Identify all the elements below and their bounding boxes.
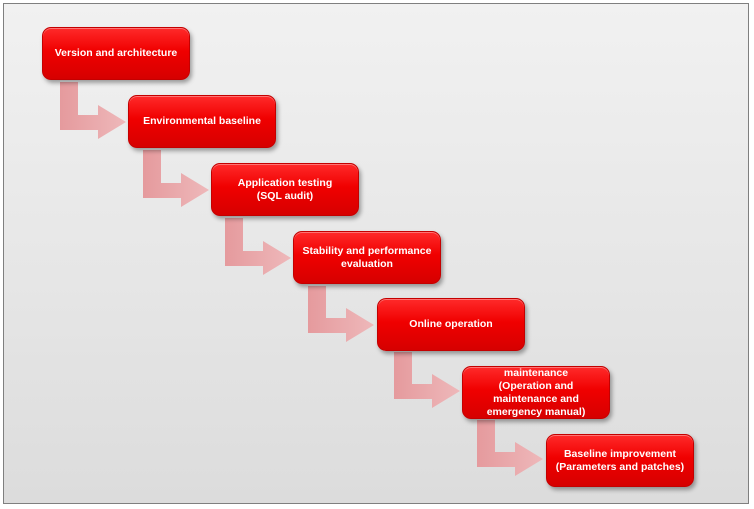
step-maintenance: maintenance (Operation and maintenance a… <box>462 366 610 419</box>
connector-arrow <box>394 352 460 408</box>
connector-arrow <box>308 286 374 342</box>
connector-arrow <box>225 218 291 275</box>
step-environmental-baseline: Environmental baseline <box>128 95 276 148</box>
step-version-architecture: Version and architecture <box>42 27 190 80</box>
step-online-operation: Online operation <box>377 298 525 351</box>
step-label: Stability and performance evaluation <box>302 244 432 270</box>
step-label: Application testing (SQL audit) <box>237 176 333 202</box>
connector-arrow <box>477 420 543 476</box>
step-baseline-improvement: Baseline improvement (Parameters and pat… <box>546 434 694 487</box>
connector-arrow <box>143 150 209 207</box>
step-label: Baseline improvement (Parameters and pat… <box>555 447 685 473</box>
step-label: Online operation <box>409 318 493 330</box>
step-label: Version and architecture <box>54 47 178 59</box>
step-stability-performance: Stability and performance evaluation <box>293 231 441 284</box>
connector-arrow <box>60 82 126 139</box>
step-label: maintenance (Operation and maintenance a… <box>486 367 586 418</box>
step-application-testing: Application testing (SQL audit) <box>211 163 359 216</box>
step-label: Environmental baseline <box>143 115 261 127</box>
